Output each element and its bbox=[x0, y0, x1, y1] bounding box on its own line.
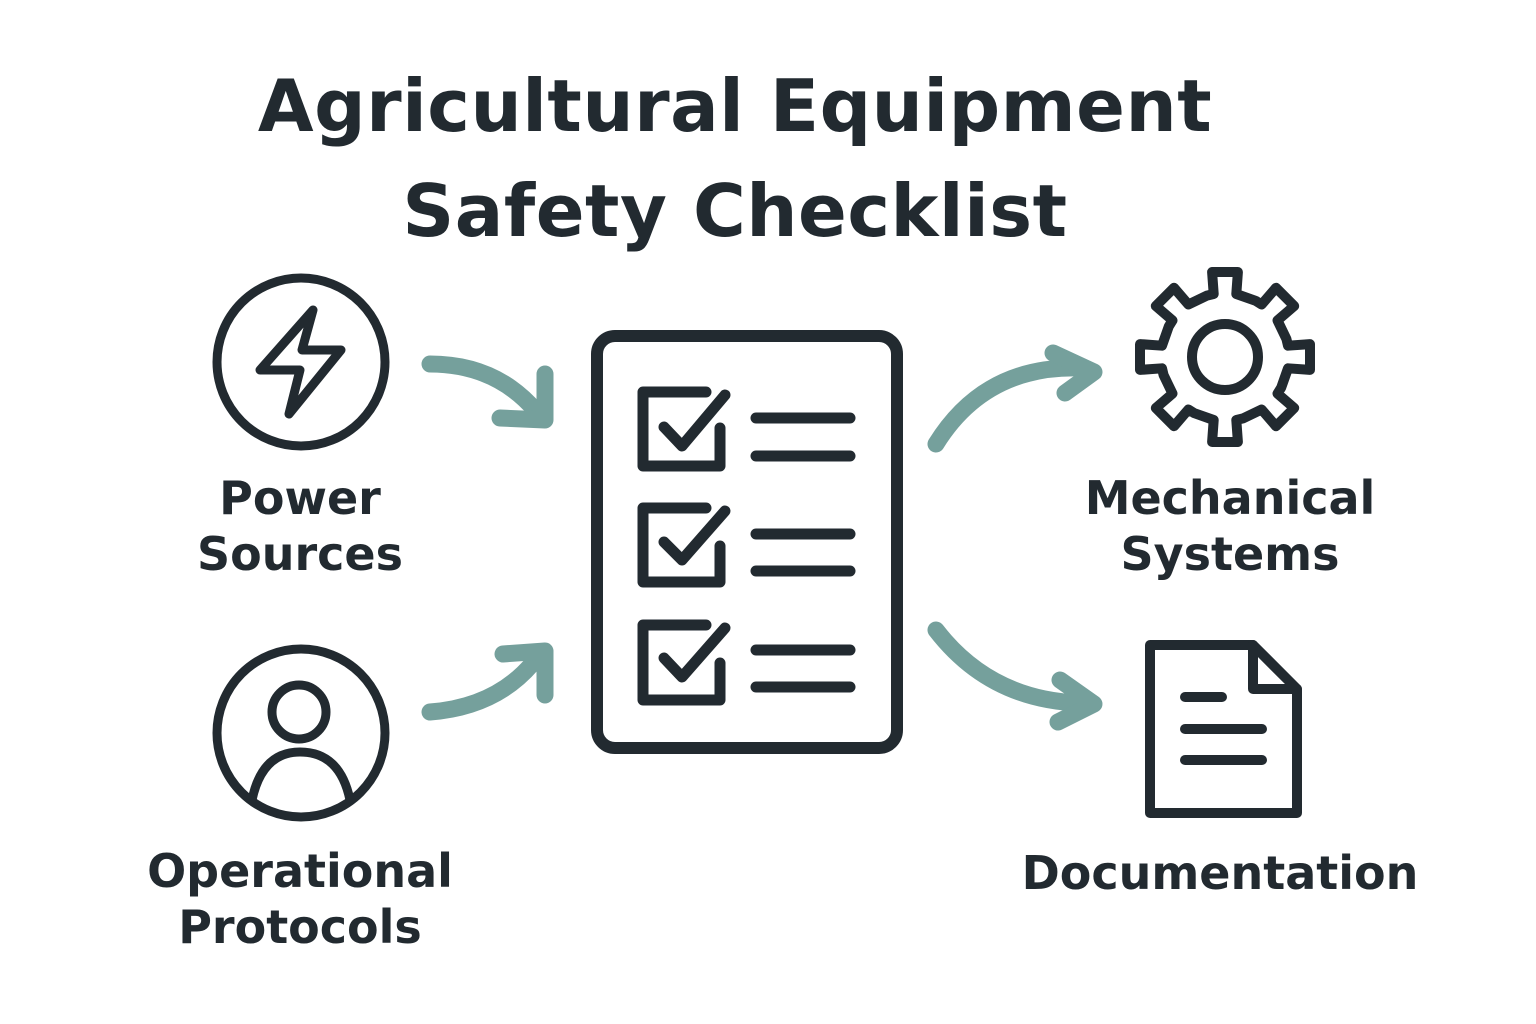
label-mechanical-systems-line-1: Mechanical bbox=[1084, 471, 1376, 525]
label-operational-protocols: Operational Protocols bbox=[110, 843, 490, 955]
document-icon bbox=[1145, 640, 1302, 818]
label-documentation: Documentation bbox=[990, 845, 1450, 901]
label-power-sources-line-2: Sources bbox=[196, 527, 403, 581]
label-operational-protocols-line-1: Operational bbox=[147, 844, 453, 898]
person-icon bbox=[212, 644, 390, 822]
arrow-checklist-to-documentation bbox=[927, 621, 1103, 731]
checklist-icon bbox=[591, 330, 903, 754]
checklist-item-2 bbox=[637, 502, 856, 588]
label-power-sources: Power Sources bbox=[150, 470, 450, 582]
label-mechanical-systems: Mechanical Systems bbox=[1050, 470, 1410, 582]
label-operational-protocols-line-2: Protocols bbox=[178, 900, 422, 954]
lightning-bolt-icon bbox=[212, 273, 390, 451]
title-line-1: Agricultural Equipment bbox=[257, 64, 1213, 148]
gear-icon bbox=[1135, 267, 1315, 447]
arrow-checklist-to-mechanical bbox=[927, 344, 1103, 453]
arrow-operational-to-checklist bbox=[421, 642, 554, 721]
checklist-item-3 bbox=[637, 619, 856, 706]
label-power-sources-line-1: Power bbox=[219, 471, 381, 525]
title-line-2: Safety Checklist bbox=[402, 169, 1068, 253]
checklist-item-1 bbox=[637, 386, 856, 472]
label-mechanical-systems-line-2: Systems bbox=[1120, 527, 1340, 581]
arrow-power-to-checklist bbox=[421, 355, 554, 429]
label-documentation-line-1: Documentation bbox=[1021, 846, 1419, 900]
